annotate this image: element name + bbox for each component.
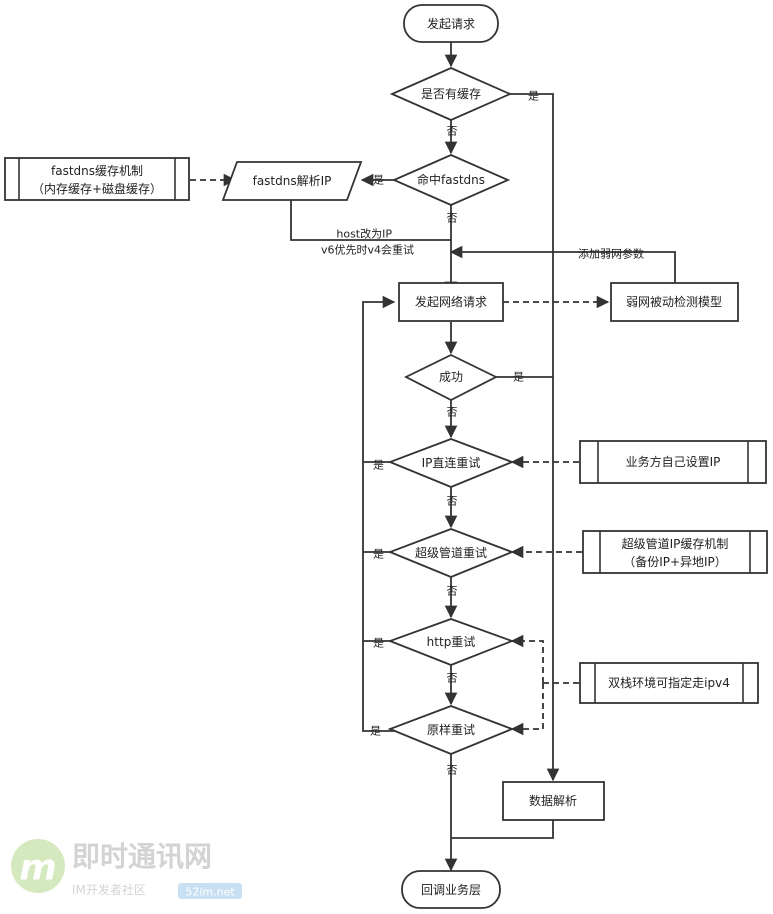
success-no-label: 否 <box>447 406 458 419</box>
superpipe-yes-label: 是 <box>373 548 384 561</box>
edge-cache-yes <box>510 93 560 782</box>
watermark-logo-icon <box>11 839 65 893</box>
fastdns-cache-label-1: fastdns缓存机制 <box>51 164 143 178</box>
weak-detect-node <box>610 282 739 322</box>
has-cache-label: 是否有缓存 <box>421 87 481 101</box>
fastdns-cache-label-2: （内存缓存+磁盘缓存） <box>32 181 162 196</box>
network-request-node <box>398 282 504 322</box>
original-yes-label: 是 <box>370 725 381 738</box>
fastdns-no-label: 否 <box>447 212 458 225</box>
watermark-title: 即时通讯网 <box>72 840 212 873</box>
super-pipe-label: 超级管道重试 <box>415 545 487 560</box>
decision-http-retry <box>387 618 515 666</box>
host-note-2: v6优先时v4会重试 <box>321 243 414 257</box>
edge-dualstack-http <box>510 634 544 683</box>
ip-direct-label: IP直连重试 <box>422 455 481 470</box>
edge-dualstack-original <box>510 683 544 736</box>
add-weak-param-label: 添加弱网参数 <box>578 247 644 261</box>
fastdns-cache-node <box>4 157 190 201</box>
original-no-label: 否 <box>447 764 458 777</box>
watermark-subtitle: IM开发者社区 <box>72 882 146 897</box>
data-parse-label: 数据解析 <box>529 793 577 808</box>
callback-node <box>401 870 501 909</box>
decision-super-pipe <box>387 528 515 578</box>
ipretry-yes-label: 是 <box>373 459 384 472</box>
start-node <box>403 4 499 43</box>
watermark: m 即时通讯网 IM开发者社区 52im.net <box>11 839 242 899</box>
decision-ip-direct <box>387 438 515 488</box>
start-label: 发起请求 <box>427 16 475 31</box>
edge-weak-param <box>449 245 676 283</box>
decision-has-cache <box>389 67 513 121</box>
fastdns-yes-label: 是 <box>373 174 384 187</box>
http-yes-label: 是 <box>373 637 384 650</box>
business-ip-label: 业务方自己设置IP <box>626 454 721 469</box>
ipretry-no-label: 否 <box>447 495 458 508</box>
watermark-site-badge <box>178 883 242 899</box>
decision-hit-fastdns <box>391 154 511 206</box>
super-pipe-cache-label-2: （备份IP+异地IP） <box>623 555 727 569</box>
dual-stack-node <box>579 662 759 704</box>
host-note-1: host改为IP <box>336 227 392 241</box>
edge-parse-to-callback <box>451 820 554 839</box>
decision-success <box>403 353 499 402</box>
fastdns-resolve-label: fastdns解析IP <box>253 174 332 188</box>
cache-yes-label: 是 <box>528 90 539 103</box>
super-pipe-cache-label-1: 超级管道IP缓存机制 <box>622 536 729 551</box>
super-pipe-cache-node <box>582 530 768 574</box>
cache-no-label: 否 <box>447 125 458 138</box>
hit-fastdns-label: 命中fastdns <box>417 172 485 187</box>
dual-stack-label: 双栈环境可指定走ipv4 <box>608 675 730 690</box>
edge-resolve-to-request <box>290 200 451 241</box>
success-yes-label: 是 <box>513 371 524 384</box>
business-ip-node <box>579 440 767 484</box>
data-parse-node <box>502 781 605 821</box>
fastdns-resolve-node <box>221 161 363 201</box>
watermark-site: 52im.net <box>185 886 235 899</box>
http-retry-label: http重试 <box>427 634 476 649</box>
weak-detect-label: 弱网被动检测模型 <box>626 294 722 309</box>
network-request-label: 发起网络请求 <box>415 294 487 309</box>
edge-retry-loop <box>362 295 396 732</box>
decision-original-retry <box>387 705 515 755</box>
superpipe-no-label: 否 <box>447 585 458 598</box>
success-label: 成功 <box>439 370 463 384</box>
http-no-label: 否 <box>447 672 458 685</box>
callback-label: 回调业务层 <box>421 882 481 897</box>
original-retry-label: 原样重试 <box>427 722 475 737</box>
watermark-logo-letter: m <box>19 848 57 889</box>
